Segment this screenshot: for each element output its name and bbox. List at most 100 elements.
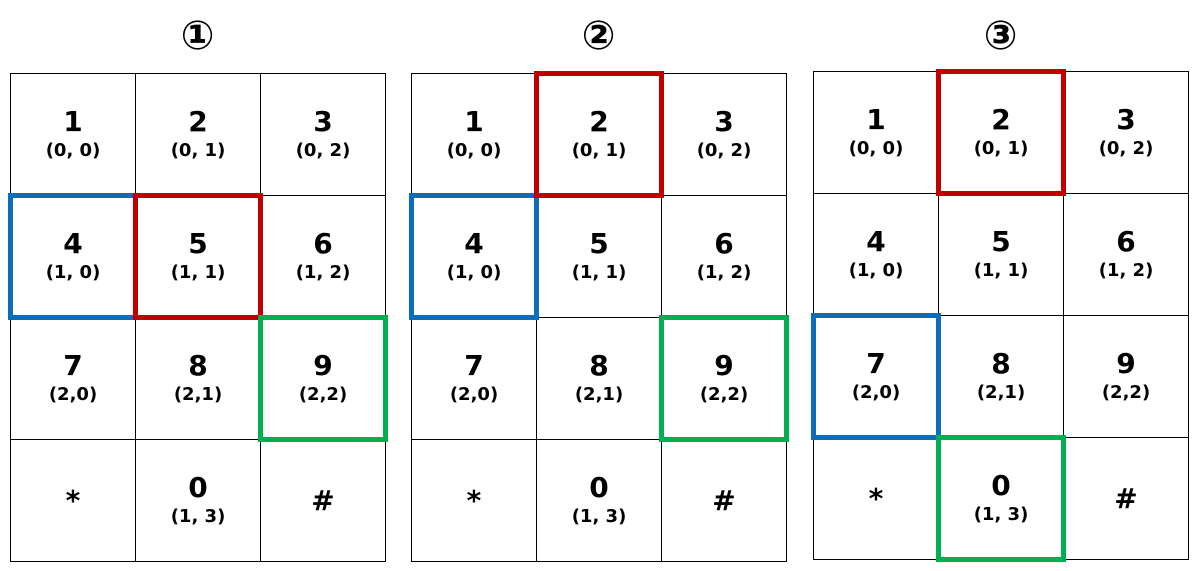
key-coordinate: (0, 2) <box>295 139 351 161</box>
key-coordinate: (2,1) <box>173 383 223 405</box>
key-coordinate: (0, 2) <box>1098 137 1154 159</box>
key-label: 5 <box>991 224 1011 258</box>
keypad-key: * <box>11 440 136 562</box>
key-coordinate: (1, 2) <box>295 261 351 283</box>
key-label: 2 <box>991 102 1011 136</box>
keypad-key: 7(2,0) <box>11 318 136 440</box>
key-coordinate: (1, 3) <box>973 503 1029 525</box>
keypad-key: 5(1, 1) <box>939 194 1064 316</box>
key-coordinate: (1, 0) <box>446 261 502 283</box>
key-coordinate: (0, 2) <box>696 139 752 161</box>
key-label: 7 <box>866 346 886 380</box>
key-label: 3 <box>313 104 333 138</box>
key-label: 2 <box>589 104 609 138</box>
keypad-key: 6(1, 2) <box>261 196 386 318</box>
key-label: 0 <box>589 470 609 504</box>
keypad-key: 3(0, 2) <box>662 74 787 196</box>
key-coordinate: (0, 1) <box>571 139 627 161</box>
key-coordinate: (1, 1) <box>973 259 1029 281</box>
keypad-grid: 1(0, 0)2(0, 1)3(0, 2)4(1, 0)5(1, 1)6(1, … <box>411 73 787 562</box>
keypad-key: # <box>1064 438 1189 560</box>
keypad-key: 4(1, 0) <box>814 194 939 316</box>
key-label: 7 <box>464 348 484 382</box>
keypad-key: 7(2,0) <box>412 318 537 440</box>
key-coordinate: (2,0) <box>851 381 901 403</box>
keypad-key: # <box>261 440 386 562</box>
key-label: 9 <box>714 348 734 382</box>
key-coordinate: (1, 0) <box>45 261 101 283</box>
key-label: 1 <box>866 102 886 136</box>
key-coordinate: (2,2) <box>1101 381 1151 403</box>
key-coordinate: (0, 0) <box>848 137 904 159</box>
key-label: 1 <box>63 104 83 138</box>
keypad-key: 3(0, 2) <box>1064 72 1189 194</box>
keypad-key: 8(2,1) <box>939 316 1064 438</box>
key-label: 1 <box>464 104 484 138</box>
panel-title: ② <box>581 13 616 59</box>
key-label: 0 <box>991 468 1011 502</box>
key-label: 7 <box>63 348 83 382</box>
key-label: * <box>466 483 482 517</box>
keypad-key: 4(1, 0) <box>412 196 537 318</box>
key-coordinate: (1, 1) <box>571 261 627 283</box>
key-label: 5 <box>589 226 609 260</box>
keypad-key: 0(1, 3) <box>136 440 261 562</box>
keypad-key: 6(1, 2) <box>662 196 787 318</box>
key-label: * <box>65 483 81 517</box>
key-coordinate: (2,1) <box>574 383 624 405</box>
key-coordinate: (2,0) <box>48 383 98 405</box>
keypad-grid: 1(0, 0)2(0, 1)3(0, 2)4(1, 0)5(1, 1)6(1, … <box>813 71 1189 560</box>
keypad-key: 1(0, 0) <box>814 72 939 194</box>
key-label: 4 <box>866 224 886 258</box>
key-coordinate: (1, 0) <box>848 259 904 281</box>
key-label: 9 <box>1116 346 1136 380</box>
key-label: 8 <box>589 348 609 382</box>
keypad-key: 9(2,2) <box>261 318 386 440</box>
key-label: 6 <box>714 226 734 260</box>
key-coordinate: (1, 2) <box>1098 259 1154 281</box>
key-label: 8 <box>188 348 208 382</box>
keypad-key: 9(2,2) <box>1064 316 1189 438</box>
key-coordinate: (1, 3) <box>571 505 627 527</box>
keypad-grid: 1(0, 0)2(0, 1)3(0, 2)4(1, 0)5(1, 1)6(1, … <box>10 73 386 562</box>
key-label: 8 <box>991 346 1011 380</box>
key-coordinate: (1, 2) <box>696 261 752 283</box>
keypad-key: 8(2,1) <box>537 318 662 440</box>
key-label: 6 <box>1116 224 1136 258</box>
key-coordinate: (0, 1) <box>170 139 226 161</box>
key-coordinate: (0, 1) <box>973 137 1029 159</box>
key-label: 3 <box>1116 102 1136 136</box>
keypad-key: 6(1, 2) <box>1064 194 1189 316</box>
key-label: 4 <box>464 226 484 260</box>
keypad-key: 2(0, 1) <box>537 74 662 196</box>
key-coordinate: (0, 0) <box>45 139 101 161</box>
keypad-key: 0(1, 3) <box>939 438 1064 560</box>
panel-title: ① <box>180 13 215 59</box>
key-label: 5 <box>188 226 208 260</box>
key-coordinate: (2,2) <box>699 383 749 405</box>
key-coordinate: (0, 0) <box>446 139 502 161</box>
key-label: # <box>712 483 736 517</box>
key-label: * <box>868 481 884 515</box>
key-label: 6 <box>313 226 333 260</box>
keypad-key: 2(0, 1) <box>136 74 261 196</box>
key-coordinate: (2,0) <box>449 383 499 405</box>
key-label: 4 <box>63 226 83 260</box>
keypad-key: * <box>412 440 537 562</box>
key-coordinate: (1, 1) <box>170 261 226 283</box>
keypad-key: 1(0, 0) <box>412 74 537 196</box>
keypad-key: * <box>814 438 939 560</box>
key-label: 0 <box>188 470 208 504</box>
keypad-key: 0(1, 3) <box>537 440 662 562</box>
keypad-key: 5(1, 1) <box>136 196 261 318</box>
keypad-key: 2(0, 1) <box>939 72 1064 194</box>
key-coordinate: (2,2) <box>298 383 348 405</box>
keypad-key: 5(1, 1) <box>537 196 662 318</box>
key-label: 3 <box>714 104 734 138</box>
keypad-key: 3(0, 2) <box>261 74 386 196</box>
keypad-key: 9(2,2) <box>662 318 787 440</box>
keypad-key: 1(0, 0) <box>11 74 136 196</box>
